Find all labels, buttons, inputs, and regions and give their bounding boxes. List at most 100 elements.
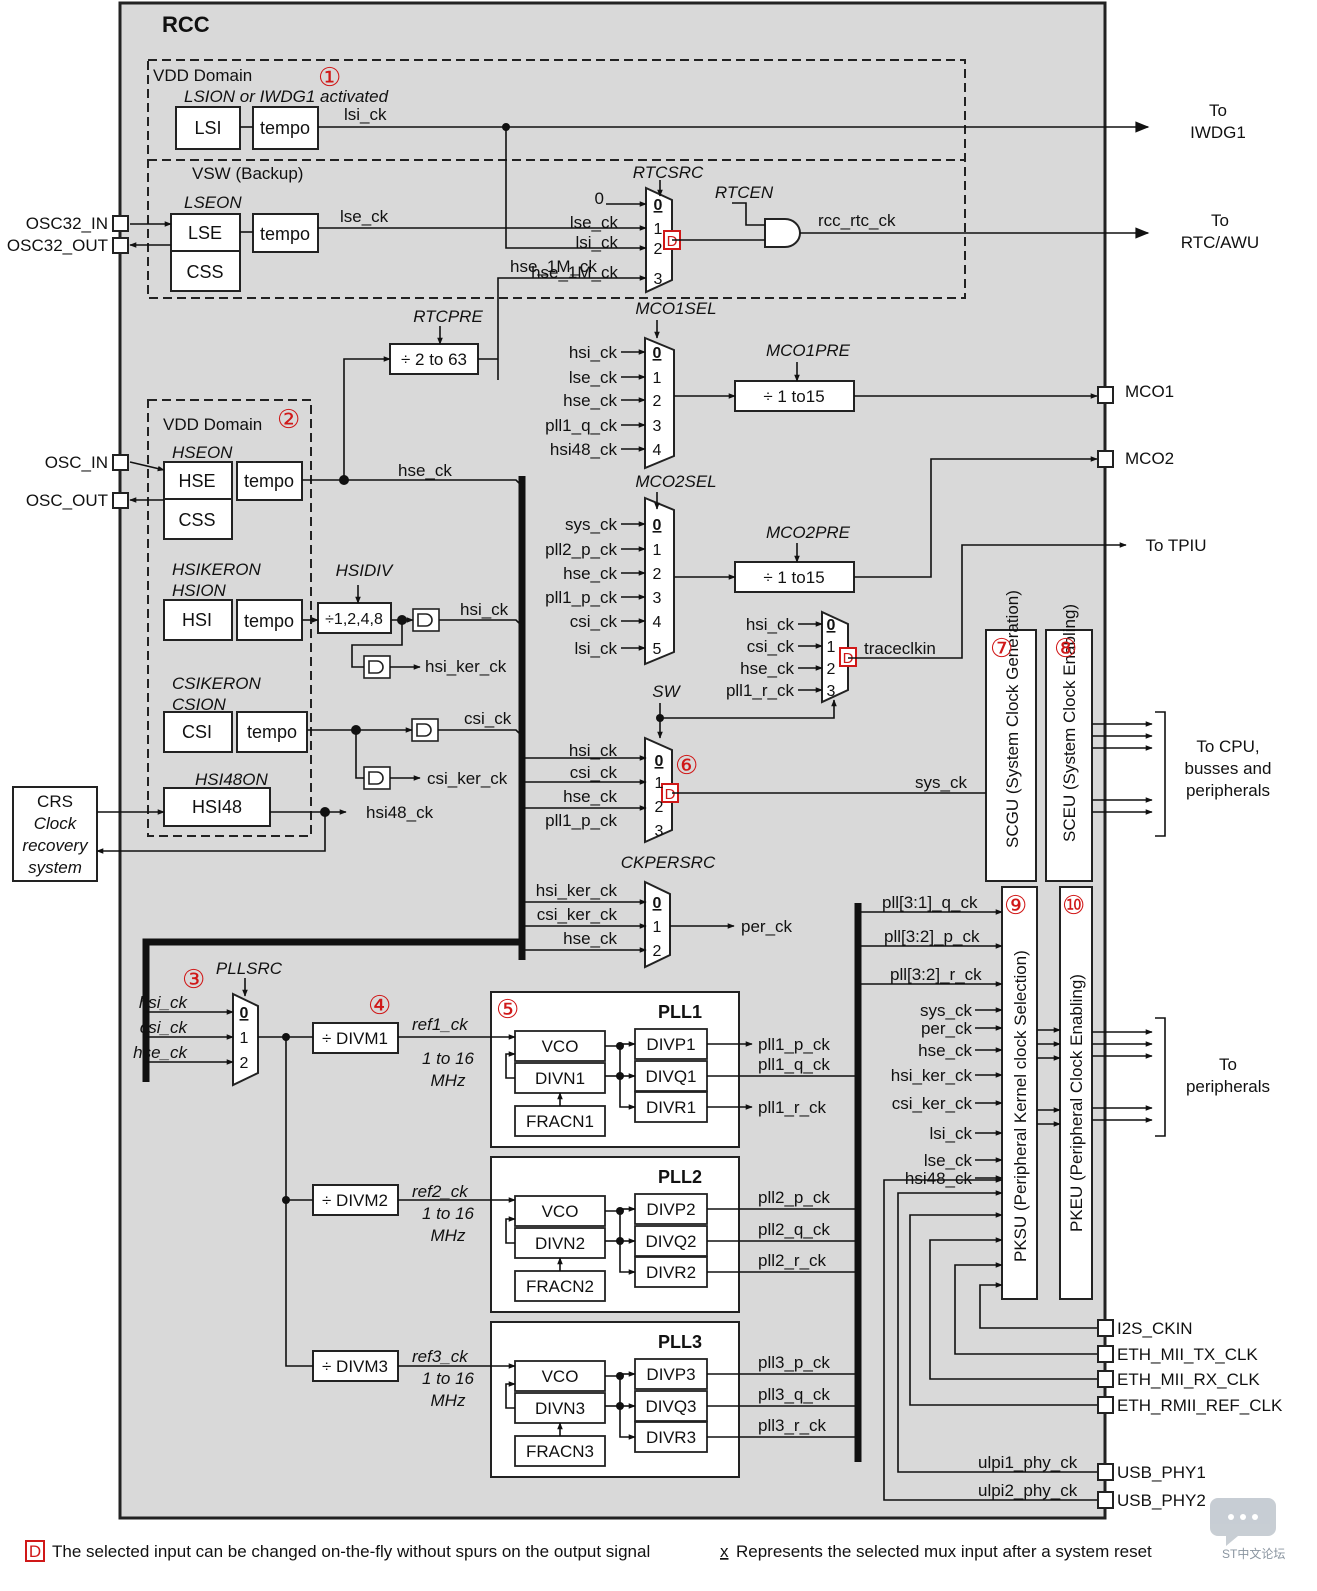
mco2-input-label: lsi_ck <box>574 639 617 658</box>
circled-1: ① <box>318 62 341 92</box>
osc32-in-label: OSC32_IN <box>26 214 108 233</box>
osc32-in-pin <box>112 215 129 232</box>
pll-divq-label: DIVQ1 <box>645 1067 696 1086</box>
mco1pre-divider-label: ÷ 1 to15 <box>763 387 824 406</box>
csi-tempo-label: tempo <box>247 722 297 742</box>
pll-divp-box <box>634 1028 708 1060</box>
eth-rmii-ref-clk-label: ETH_RMII_REF_CLK <box>1117 1396 1283 1415</box>
traceclkin-label: traceclkin <box>864 639 936 658</box>
to-rtc-label-2: RTC/AWU <box>1181 233 1259 252</box>
pkeu-block <box>1059 886 1093 1300</box>
rcc-title: RCC <box>162 12 210 37</box>
to-cpu-label-3: peripherals <box>1186 781 1270 800</box>
vdd-domain-2-label: VDD Domain <box>163 415 262 434</box>
trace-input-index: 0 <box>827 617 836 634</box>
css-hse-block <box>163 498 233 540</box>
sw-input-index: 3 <box>655 823 664 840</box>
lse-tempo-label: tempo <box>260 224 310 244</box>
csi-ker-ck-label: csi_ker_ck <box>427 769 508 788</box>
trace-mux <box>821 610 849 704</box>
forum-watermark-icon <box>1210 1498 1276 1546</box>
hsi-gate-icon <box>412 608 440 632</box>
trace-input-label: hse_ck <box>740 659 794 678</box>
csikeron-label: CSIKERON <box>172 674 262 693</box>
pll-divn-label: DIVN3 <box>535 1399 585 1418</box>
circled-2: ② <box>277 404 300 434</box>
legend-x-marker: x <box>720 1542 729 1561</box>
circled-6: ⑥ <box>675 750 698 780</box>
pllsrc-input-label: csi_ck <box>140 1018 189 1037</box>
ulpi2-label: ulpi2_phy_ck <box>978 1481 1078 1500</box>
mco1sel-label: MCO1SEL <box>635 299 716 318</box>
usb-phy2-pin <box>1097 1491 1114 1509</box>
lsi-tempo-label: tempo <box>260 118 310 138</box>
pll-r-output-label: pll1_r_ck <box>758 1098 827 1117</box>
hse-ck-label: hse_ck <box>398 461 452 480</box>
mco1-pin <box>1097 386 1114 404</box>
rcc-rtc-ck-label: rcc_rtc_ck <box>818 211 896 230</box>
pll-vco-label: VCO <box>542 1202 579 1221</box>
pll-ref-unit: MHz <box>431 1226 466 1245</box>
sys-ck-label: sys_ck <box>915 773 967 792</box>
trace-input-label: hsi_ck <box>746 615 795 634</box>
pll-ref-range: 1 to 16 <box>422 1204 475 1223</box>
pll-ref-unit: MHz <box>431 1391 466 1410</box>
to-rtc-label-1: To <box>1211 211 1229 230</box>
pksu-input-label: hse_ck <box>918 1041 972 1060</box>
hse-tempo-block <box>236 461 303 501</box>
hsikeron-label: HSIKERON <box>172 560 262 579</box>
csi-gate-icon <box>411 718 439 742</box>
osc-in-label: OSC_IN <box>45 453 108 472</box>
mco1-input-index: 2 <box>653 393 662 410</box>
css-lse-label: CSS <box>186 262 223 282</box>
pllsrc-input-label: hsi_ck <box>139 993 189 1012</box>
hsi-ck-label: hsi_ck <box>460 600 509 619</box>
pll-vco-label: VCO <box>542 1367 579 1386</box>
pll-divr-label: DIVR1 <box>646 1098 696 1117</box>
pll-p-output-label: pll2_p_ck <box>758 1188 830 1207</box>
lseon-label: LSEON <box>184 193 242 212</box>
hsi-tempo-label: tempo <box>244 611 294 631</box>
circled-10: ⑩ <box>1062 890 1085 920</box>
legend-x-description: Represents the selected mux input after … <box>736 1542 1152 1561</box>
ckper-input-label: hsi_ker_ck <box>536 881 618 900</box>
lse-label: LSE <box>188 223 222 243</box>
vdd-domain-1-label: VDD Domain <box>153 66 252 85</box>
hsidiv-divider-label: ÷1,2,4,8 <box>325 611 383 628</box>
rtcsrc-mux <box>645 186 673 294</box>
mco2-input-index: 1 <box>653 542 662 559</box>
trace-input-index: 1 <box>827 639 836 656</box>
mco1pre-label: MCO1PRE <box>766 341 851 360</box>
ckpersrc-label: CKPERSRC <box>621 853 716 872</box>
to-iwdg1-label-2: IWDG1 <box>1190 123 1246 142</box>
pll-vco-box <box>514 1030 606 1062</box>
csi-tempo-block <box>236 711 308 753</box>
sw-input-label: csi_ck <box>570 763 618 782</box>
pll-fracn-label: FRACN3 <box>526 1442 594 1461</box>
hse-tempo-label: tempo <box>244 471 294 491</box>
ckpersrc-mux <box>644 880 671 969</box>
pll-r-output-label: pll2_r_ck <box>758 1251 827 1270</box>
mco1-input-label: pll1_q_ck <box>545 416 617 435</box>
ckper-input-index: 0 <box>653 895 662 912</box>
lsi-ck-label: lsi_ck <box>344 105 387 124</box>
vsw-domain-label: VSW (Backup) <box>192 164 303 183</box>
circled-8: ⑧ <box>1054 633 1077 663</box>
hsion-label: HSION <box>172 581 227 600</box>
to-cpu-label-1: To CPU, <box>1196 737 1259 756</box>
pll-name: PLL3 <box>658 1332 702 1352</box>
hsi-tempo-block <box>236 599 303 641</box>
rtcsrc-input-label: lse_ck <box>570 213 619 232</box>
pll-divr-box <box>634 1256 708 1288</box>
i2s-ckin-label: I2S_CKIN <box>1117 1319 1193 1338</box>
pksu-input-label: lse_ck <box>924 1151 973 1170</box>
pll-name: PLL1 <box>658 1002 702 1022</box>
mco1-input-label: hse_ck <box>563 391 617 410</box>
mco2-input-label: pll2_p_ck <box>545 540 617 559</box>
sw-label: SW <box>652 682 681 701</box>
rtcsrc-input-index: 0 <box>654 197 663 214</box>
trace-input-label: pll1_r_ck <box>726 681 795 700</box>
pll-divp-label: DIVP1 <box>646 1035 695 1054</box>
mco2-input-index: 2 <box>653 566 662 583</box>
